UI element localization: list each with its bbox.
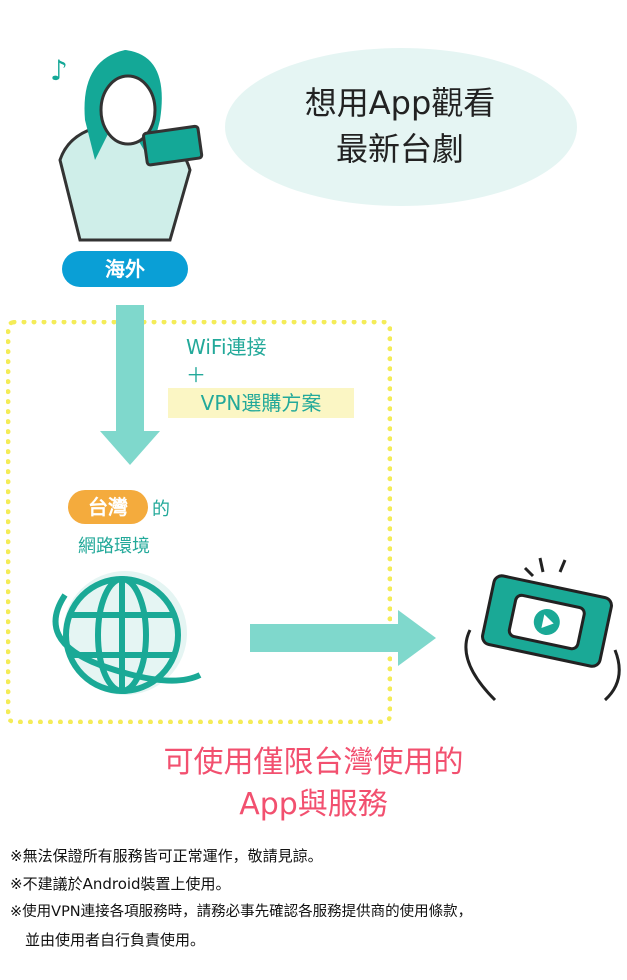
notes: ※無法保證所有服務皆可正常運作，敬請見諒。 ※不建議於Android裝置上使用。… (10, 842, 472, 954)
vpn-boundary (6, 320, 392, 724)
network-label: 網路環境 (78, 536, 150, 557)
result-line-2: App與服務 (239, 787, 388, 822)
taiwan-badge: 台灣 (68, 490, 148, 524)
speech-bubble (225, 48, 577, 206)
plus-sign: ＋ (186, 363, 206, 387)
woman-watching-phone-illustration: ♪ (50, 50, 204, 242)
result-text: 可使用僅限台灣使用的 App與服務 (0, 742, 627, 826)
music-note-icon: ♪ (50, 54, 68, 87)
wifi-label: WiFi連接 (186, 335, 267, 359)
overseas-tag: 海外 (62, 251, 188, 287)
phone-video-icon (464, 557, 621, 702)
note-item: ※使用VPN連接各項服務時，請務必事先確認各服務提供商的使用條款， (10, 904, 473, 920)
note-item: 並由使用者自行負責使用。 (10, 931, 206, 949)
globe-icon (52, 571, 202, 695)
bubble-line-2: 最新台劇 (335, 130, 464, 168)
connection-info: WiFi連接 ＋ (186, 333, 267, 389)
bubble-line-1: 想用App觀看 (304, 84, 496, 122)
down-arrow (100, 305, 160, 465)
right-arrow (250, 610, 436, 666)
speech-bubble-text: 想用App觀看 最新台劇 (240, 80, 560, 172)
network-suffix: 的 (152, 499, 170, 520)
note-item: ※不建議於Android裝置上使用。 (10, 875, 231, 893)
vpn-label: VPN選購方案 (168, 388, 354, 418)
note-item: ※無法保證所有服務皆可正常運作，敬請見諒。 (10, 847, 323, 865)
result-line-1: 可使用僅限台灣使用的 (163, 745, 464, 780)
